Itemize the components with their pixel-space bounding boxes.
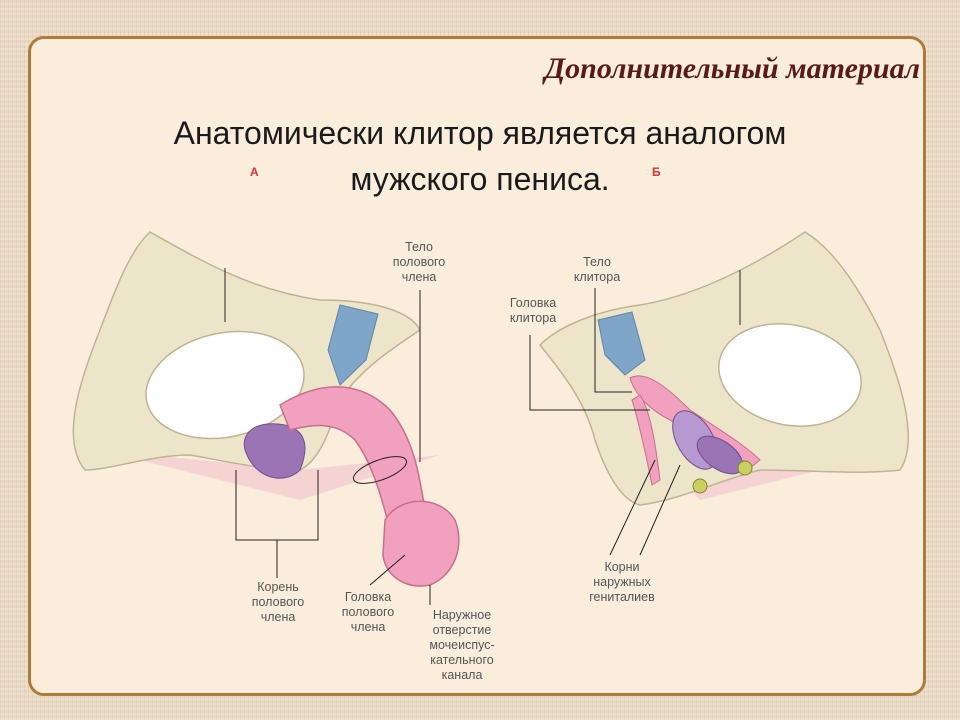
section-title: Дополнительный материал (544, 52, 920, 85)
slide-subtitle: Анатомически клитор является аналогом му… (0, 110, 960, 202)
male-obturator-foramen (145, 330, 305, 440)
label-penis-root: Корень полового члена (251, 580, 305, 624)
female-obturator-foramen (718, 323, 862, 427)
subtitle-line-2: мужского пениса. (350, 161, 610, 197)
subtitle-line-1: Анатомически клитор является аналогом (173, 115, 787, 151)
female-gland (737, 460, 753, 476)
female-clitoris-crus (631, 394, 661, 486)
label-genital-roots: Корни наружных гениталиев (589, 560, 655, 604)
label-clitoris-glans: Головка клитора (509, 296, 557, 325)
male-pelvis-figure (72, 231, 460, 605)
label-urethral-opening: Наружное отверстие мочеиспус- кательного… (429, 608, 495, 682)
male-root-tissue (243, 423, 306, 479)
male-glans (382, 500, 460, 587)
label-penis-glans: Головка полового члена (341, 590, 395, 634)
panel-b-label: Б (652, 165, 661, 179)
label-penis-body: Тело полового члена (392, 240, 446, 284)
female-symphysis-cartilage (597, 311, 646, 376)
female-pelvis-figure (529, 231, 910, 556)
panel-a-label: А (250, 165, 259, 179)
male-symphysis-cartilage (327, 304, 379, 386)
label-clitoris-body: Тело клитора (573, 255, 621, 284)
